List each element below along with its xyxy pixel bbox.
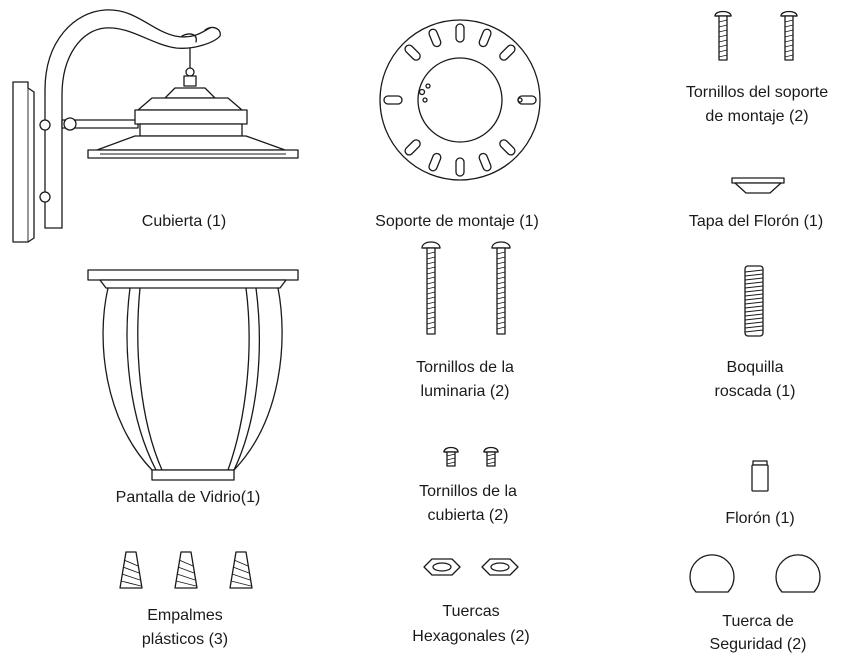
glass-shade-icon xyxy=(87,269,299,481)
wire-connector-icon xyxy=(119,551,253,589)
mounting-screws-label-line2: de montaje (2) xyxy=(705,108,809,125)
lock-nuts-label-line2: Seguridad (2) xyxy=(709,636,807,653)
wire-nuts-label-line2: plásticos (3) xyxy=(141,631,229,648)
lock-nut-icon xyxy=(689,554,821,593)
canopy-housing-part: Cubierta (1) xyxy=(0,0,320,250)
finial-label: Florón (1) xyxy=(725,510,795,527)
threaded-nipple-part: Boquilla roscada (1) xyxy=(640,260,854,410)
wire-nuts-part: Empalmes plásticos (3) xyxy=(90,540,290,653)
canopy-housing-label: Cubierta (1) xyxy=(141,213,227,230)
finial-part: Florón (1) xyxy=(640,455,854,535)
mounting-screws-part: Tornillos del soporte de montaje (2) xyxy=(640,0,854,140)
hex-nuts-part: Tuercas Hexagonales (2) xyxy=(360,545,560,653)
short-screw-icon xyxy=(443,446,499,467)
finial-cap-part: Tapa del Florón (1) xyxy=(640,160,854,240)
glass-shade-label: Pantalla de Vidrio(1) xyxy=(115,489,261,506)
lock-nuts-part: Tuerca de Seguridad (2) xyxy=(640,550,854,653)
glass-shade-part: Pantalla de Vidrio(1) xyxy=(70,260,310,520)
fixture-screws-label-line2: luminaria (2) xyxy=(420,383,510,400)
wire-nuts-label-line1: Empalmes xyxy=(147,607,223,624)
finial-cap-icon xyxy=(731,177,785,194)
threaded-nipple-label-line1: Boquilla xyxy=(726,359,784,376)
cover-screws-label-line1: Tornillos de la xyxy=(419,483,517,500)
wall-lantern-housing-icon xyxy=(12,9,299,243)
finial-cap-label: Tapa del Florón (1) xyxy=(688,213,824,230)
hex-nuts-label-line2: Hexagonales (2) xyxy=(412,628,530,645)
threaded-nipple-label-line2: roscada (1) xyxy=(714,383,796,400)
mounting-screw-icon xyxy=(714,10,798,61)
finial-icon xyxy=(751,460,769,492)
cover-screws-label-line2: cubierta (2) xyxy=(427,507,509,524)
lock-nuts-label-line1: Tuerca de xyxy=(722,613,794,630)
long-screw-icon xyxy=(421,241,511,335)
hex-nuts-label-line1: Tuercas xyxy=(442,603,500,620)
hex-nut-icon xyxy=(423,558,519,576)
threaded-nipple-icon xyxy=(744,265,764,337)
mounting-plate-label: Soporte de montaje (1) xyxy=(375,213,539,230)
round-mounting-plate-icon xyxy=(379,19,541,181)
mounting-screws-label-line1: Tornillos del soporte xyxy=(685,84,829,101)
fixture-screws-part: Tornillos de la luminaria (2) xyxy=(360,236,560,406)
cover-screws-part: Tornillos de la cubierta (2) xyxy=(360,440,560,540)
fixture-screws-label-line1: Tornillos de la xyxy=(416,359,514,376)
mounting-plate-part: Soporte de montaje (1) xyxy=(360,0,560,250)
